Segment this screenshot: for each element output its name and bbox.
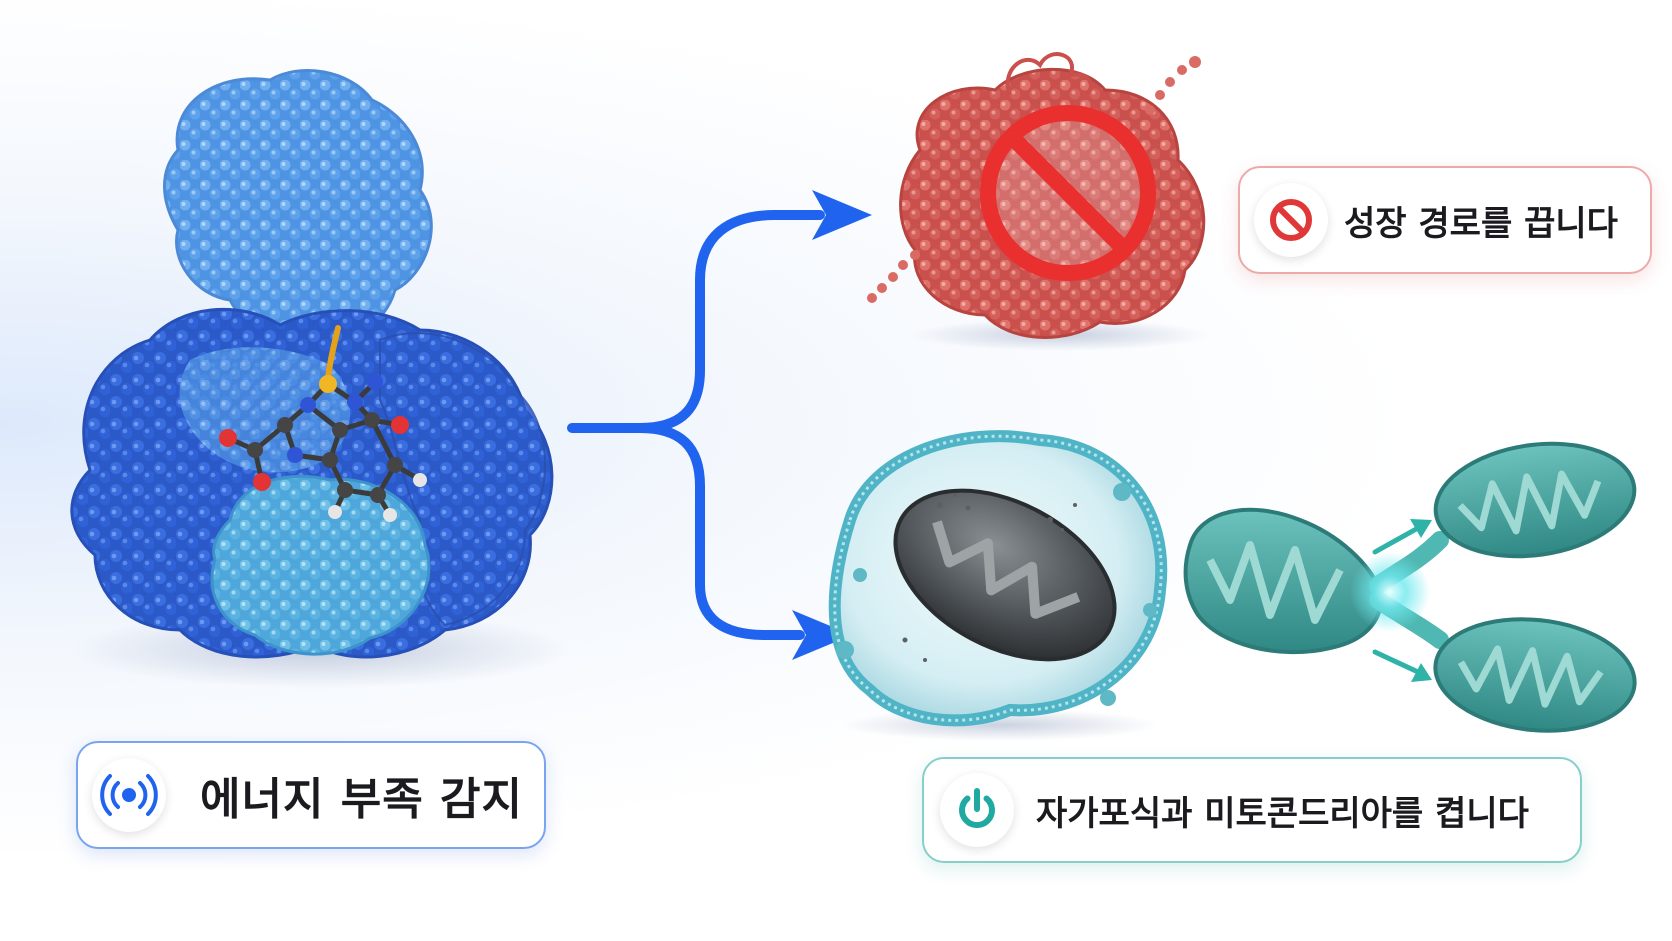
prohibited-icon: [1254, 183, 1328, 257]
mitochondrion-parent-cristae: [1206, 541, 1344, 624]
autophagosome: [828, 430, 1168, 741]
fission-arrows: [1372, 519, 1432, 682]
bottom-protein-domain: [210, 474, 431, 656]
debris-particles: [902, 493, 1077, 662]
growth-off-label: 성장 경로를 끕니다: [1344, 203, 1618, 244]
energy-sensing-label: 에너지 부족 감지: [200, 774, 523, 825]
vesicle-membrane-detail: [833, 434, 1163, 722]
inhibited-growth-protein: [867, 52, 1210, 351]
signal-broadcast-icon: [92, 758, 166, 832]
damaged-mitochondrion: [893, 488, 1117, 662]
fission-glow: [1350, 552, 1430, 632]
red-protein-ribbon: [1005, 52, 1093, 100]
mitochondrion-daughter-upper: [1433, 441, 1637, 559]
growth-off-label-box: 성장 경로를 끕니다: [1238, 166, 1652, 274]
prohibited-sign: [980, 105, 1156, 281]
arrow-lower-head: [792, 610, 852, 660]
mitochondrion-daughter-lower: [1433, 617, 1637, 733]
autophagy-on-label-box: 자가포식과 미토콘드리아를 켭니다: [922, 757, 1582, 863]
ligand-atoms: [219, 374, 427, 522]
arrow-lower-branch: [635, 423, 805, 640]
arrow-upper-head: [812, 190, 872, 240]
sensor-protein-complex: [70, 69, 570, 688]
arrow-upper-branch: [567, 210, 825, 433]
autophagy-on-label: 자가포식과 미토콘드리아를 켭니다: [1036, 793, 1529, 834]
red-protein-tail-left: [867, 250, 920, 303]
branching-arrow: [567, 210, 825, 640]
vesicle-beads: [836, 483, 1157, 706]
energy-sensing-label-box: 에너지 부족 감지: [76, 741, 546, 849]
top-protein-domain: [163, 69, 433, 342]
linker-chain: [325, 325, 341, 381]
power-icon: [940, 773, 1014, 847]
red-protein-tail-right: [1145, 56, 1201, 115]
dividing-mitochondria: [1183, 441, 1637, 733]
